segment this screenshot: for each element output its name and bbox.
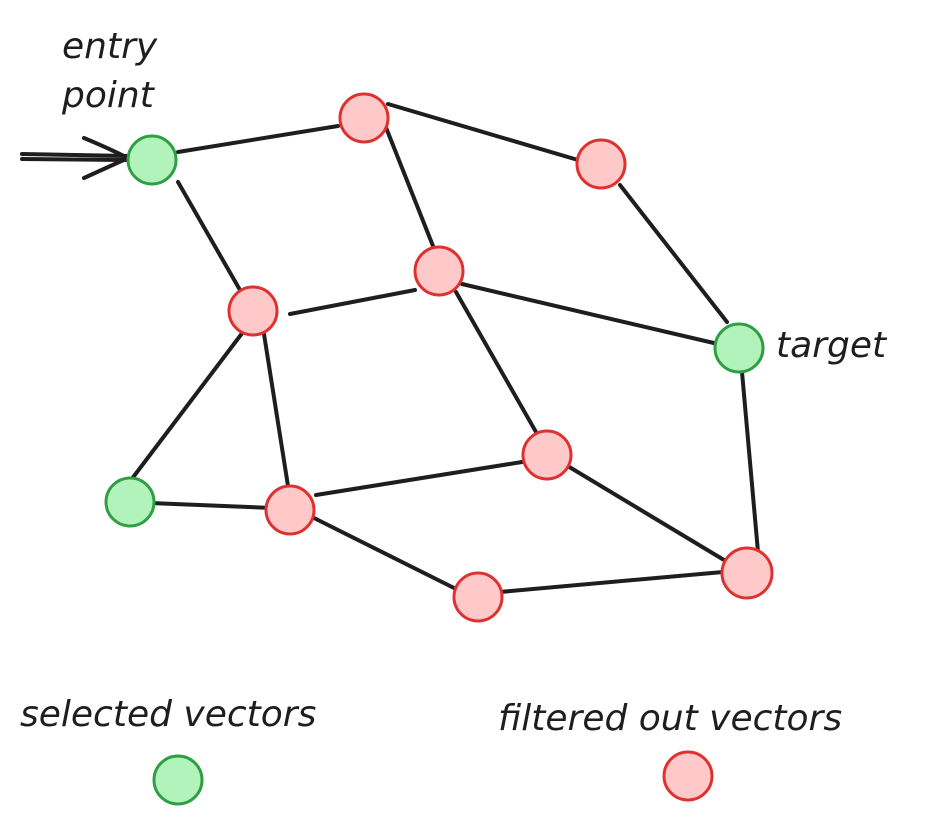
filtered-node: [264, 484, 316, 536]
edge: [129, 330, 245, 482]
selected-node: [104, 476, 156, 528]
legend-selected-swatch: [152, 754, 204, 806]
filtered-node: [575, 138, 627, 190]
filtered-node: [227, 285, 279, 337]
edge: [618, 183, 729, 324]
edge: [312, 516, 460, 592]
filtered-node: [720, 546, 774, 600]
legend-filtered-label: filtered out vectors: [498, 698, 842, 739]
edge: [386, 102, 580, 162]
target-label: target: [776, 325, 888, 366]
graph-edges: [129, 102, 760, 594]
edge: [176, 180, 242, 292]
edge: [262, 332, 290, 488]
filtered-node: [452, 571, 504, 623]
legend-selected-label: selected vectors: [20, 694, 316, 735]
selected-node-entry: [126, 134, 178, 186]
edge: [564, 463, 731, 565]
entry-point-label-line1: entry: [62, 26, 158, 67]
filtered-node: [413, 245, 465, 297]
edge: [148, 501, 274, 510]
legend: selected vectors filtered out vectors: [20, 694, 842, 806]
edge: [383, 123, 435, 248]
edge: [288, 288, 417, 316]
edge: [314, 460, 524, 497]
filtered-node: [521, 429, 573, 481]
edge: [498, 570, 725, 594]
edge: [460, 282, 720, 346]
filtered-node: [338, 92, 390, 144]
graph-nodes: [104, 92, 774, 623]
edge: [454, 290, 538, 434]
entry-arrow: [20, 136, 133, 180]
entry-point-label-line2: point: [61, 75, 156, 116]
edge: [740, 370, 760, 554]
edge: [176, 124, 340, 154]
selected-node-target: [713, 322, 765, 374]
legend-filtered-swatch: [662, 750, 714, 802]
